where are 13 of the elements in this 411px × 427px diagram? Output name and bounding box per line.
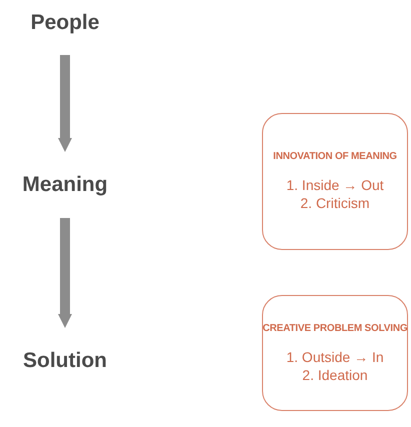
down-arrow	[58, 218, 72, 328]
rounded-box	[262, 113, 408, 250]
list-item: 1. Outside → In	[286, 348, 384, 366]
rounded-box	[262, 295, 408, 411]
box-heading: CREATIVE PROBLEM SOLVING	[262, 322, 408, 334]
box-heading: INNOVATION OF MEANING	[273, 151, 397, 162]
list-item: 2. Criticism	[300, 194, 370, 212]
stage-label: Meaning	[5, 166, 125, 204]
down-arrow	[58, 55, 72, 152]
list-item: 2. Ideation	[302, 366, 368, 384]
stage-label: Solution	[5, 342, 125, 380]
list-item: 1. Inside → Out	[286, 176, 384, 194]
stage-label: People	[10, 5, 120, 41]
